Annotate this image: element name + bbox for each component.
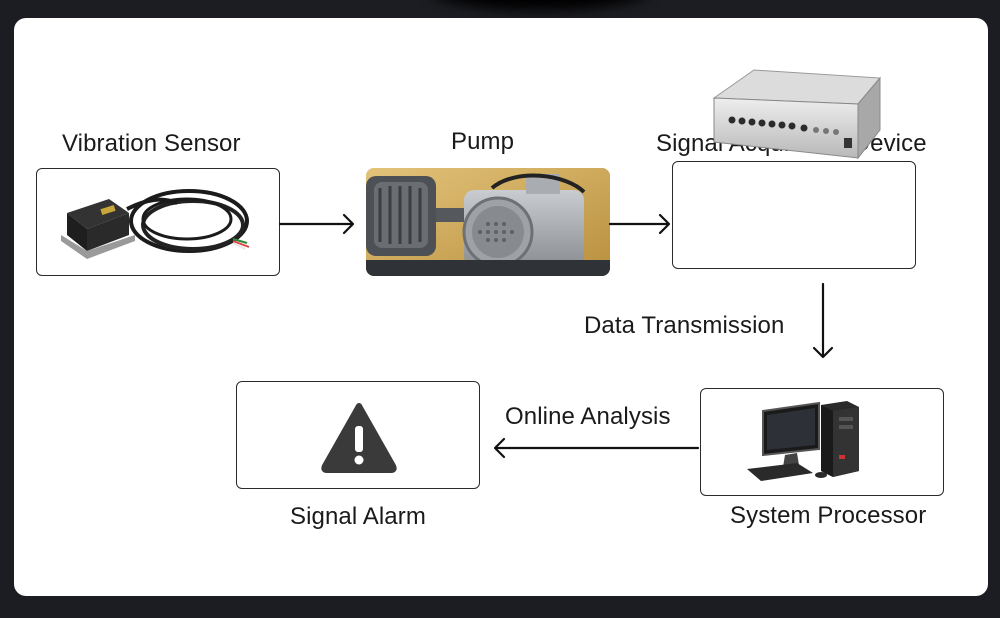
- pump-node: [366, 168, 610, 276]
- vibration-sensor-node: [36, 168, 280, 276]
- system-processor-node: [700, 388, 944, 496]
- warning-triangle-icon: [321, 403, 397, 473]
- signal-device-node: [672, 161, 916, 269]
- vibration-sensor-image: [61, 189, 250, 259]
- top-shadow: [430, 0, 650, 10]
- online-analysis-label: Online Analysis: [505, 403, 671, 430]
- diagram-panel: Vibration Sensor Pump: [14, 18, 988, 596]
- vibration-sensor-label: Vibration Sensor: [62, 130, 241, 157]
- system-processor-label: System Processor: [730, 502, 927, 529]
- pump-image: [366, 168, 610, 276]
- signal-alarm-node: [236, 381, 480, 489]
- pump-label: Pump: [451, 128, 515, 155]
- signal-alarm-label: Signal Alarm: [290, 503, 426, 530]
- data-transmission-label: Data Transmission: [584, 312, 785, 339]
- desktop-computer-icon: [747, 401, 859, 481]
- signal-device-image: [712, 69, 882, 160]
